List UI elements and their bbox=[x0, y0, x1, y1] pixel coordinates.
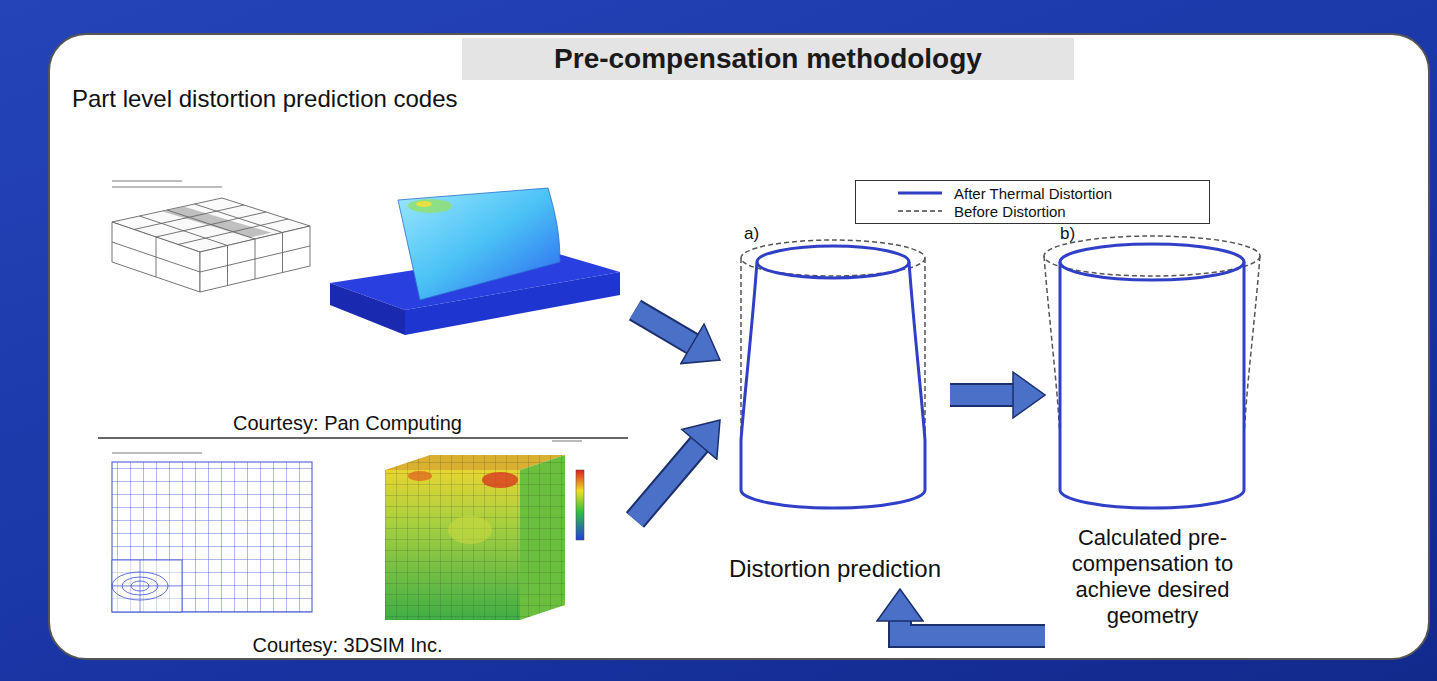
block-arrow bbox=[900, 621, 1045, 636]
arrow-outline bbox=[635, 444, 699, 520]
grid-plot bbox=[112, 452, 312, 612]
cube-model bbox=[385, 440, 584, 620]
block-arrow bbox=[635, 310, 692, 344]
block-arrow bbox=[900, 621, 1045, 636]
node-text: Calculated pre-compensation to achieve d… bbox=[1045, 525, 1260, 629]
beam-model bbox=[330, 188, 620, 335]
block-arrow bbox=[950, 395, 1013, 396]
arrow-outline bbox=[900, 621, 1045, 636]
line-sample bbox=[896, 205, 944, 217]
legend-row: Before Distortion bbox=[896, 202, 1197, 220]
arrow-outline bbox=[950, 383, 1013, 407]
separator bbox=[98, 437, 628, 439]
block-arrow bbox=[635, 444, 699, 520]
cylinder-stage: Distortion prediction bbox=[720, 225, 950, 589]
cylinder-b bbox=[1044, 236, 1260, 508]
line-sample bbox=[896, 187, 944, 199]
block-arrow bbox=[950, 385, 1013, 405]
legend-text: Before Distortion bbox=[954, 203, 1066, 220]
block-arrow bbox=[635, 310, 692, 344]
title-box: Pre-compensation methodology bbox=[462, 38, 1074, 80]
arrow-outline bbox=[635, 310, 692, 344]
tiny-heading bbox=[112, 186, 222, 188]
node-text: Courtesy: 3DSIM Inc. bbox=[60, 633, 635, 657]
node-text: Courtesy: Pan Computing bbox=[60, 411, 635, 435]
panel-letter: a) bbox=[744, 224, 759, 244]
cylinder-stage: Calculated pre-compensation to achieve d… bbox=[1045, 225, 1260, 650]
legend-text: After Thermal Distortion bbox=[954, 185, 1112, 202]
cylinder-a bbox=[741, 240, 925, 508]
legend-box: After Thermal DistortionBefore Distortio… bbox=[855, 180, 1210, 224]
panel-letter: b) bbox=[1060, 224, 1075, 244]
node-text: Distortion prediction bbox=[720, 555, 950, 583]
legend-row: After Thermal Distortion bbox=[896, 184, 1197, 202]
node-text: Part level distortion prediction codes bbox=[60, 85, 635, 113]
block-arrow bbox=[635, 444, 699, 520]
title: Pre-compensation methodology bbox=[554, 43, 982, 75]
tool-group: Part level distortion prediction codesCo… bbox=[60, 85, 635, 441]
tiny-heading bbox=[112, 180, 182, 182]
tool-group: Courtesy: 3DSIM Inc. bbox=[60, 445, 635, 663]
label-holder: b) bbox=[1060, 224, 1075, 244]
wireframe-slab bbox=[112, 198, 310, 292]
label-holder: a) bbox=[744, 224, 759, 244]
